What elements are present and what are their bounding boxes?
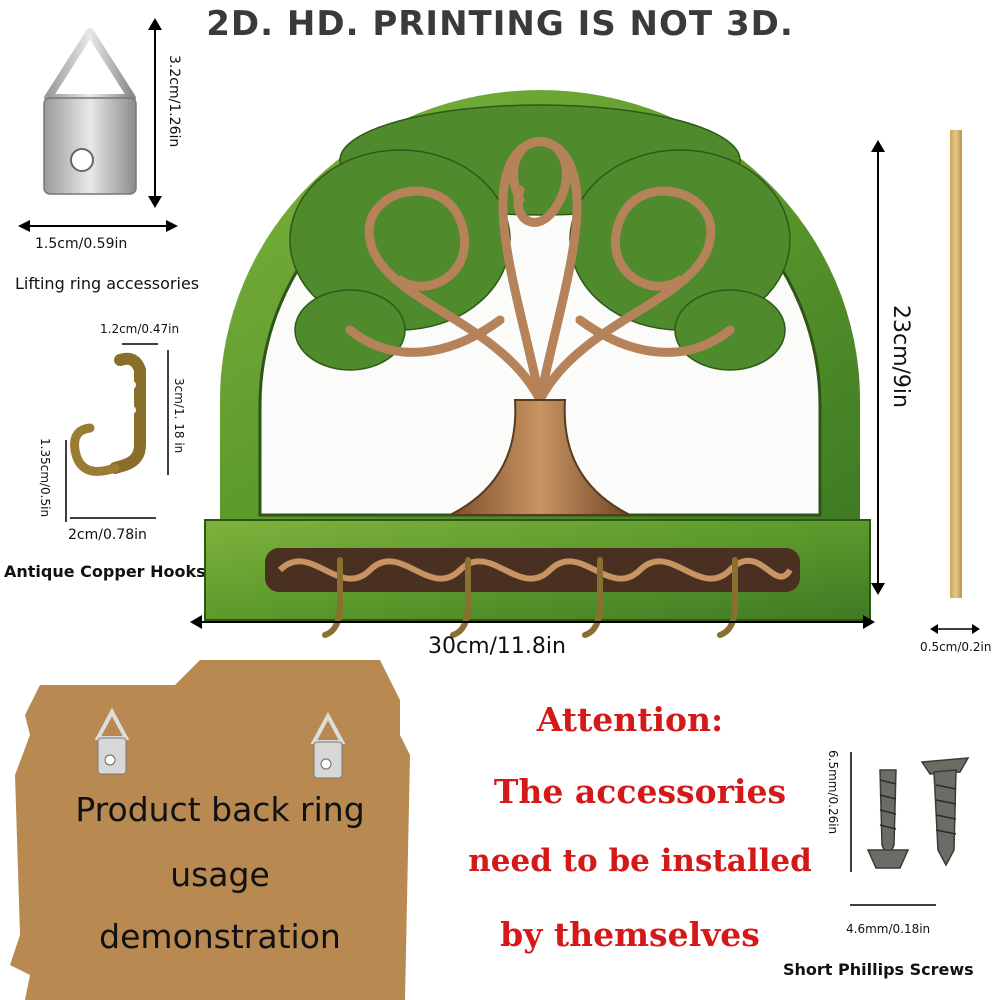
screw-height-label: 6.5mm/0.26in xyxy=(826,750,840,835)
screw-width-label: 4.6mm/0.18in xyxy=(846,922,931,936)
tree-of-life-key-holder xyxy=(204,90,871,638)
screw-height-arrow xyxy=(850,752,852,872)
back-demo-line2: usage xyxy=(170,855,270,894)
sawtooth-hanger-icon xyxy=(43,28,137,195)
hook-bottom-label: 2cm/0.78in xyxy=(68,527,147,543)
ring-caption: Lifting ring accessories xyxy=(15,274,200,293)
hook-left-label: 1.35cm/0.5in xyxy=(38,438,52,518)
hook-right-label: 3cm/1. 18 in xyxy=(172,378,186,454)
screw-caption: Short Phillips Screws xyxy=(783,960,974,979)
back-hanger-left-icon xyxy=(94,708,130,775)
attention-line2: need to be installed xyxy=(468,843,812,879)
copper-hook-icon xyxy=(70,352,146,476)
hook-top-label: 1.2cm/0.47in xyxy=(100,322,180,336)
product-height-arrow xyxy=(871,140,885,595)
hook-right-arrow xyxy=(167,350,169,475)
hook-bottom-arrow xyxy=(70,517,156,519)
product-width-arrow xyxy=(190,615,875,629)
screw-width-arrow xyxy=(850,904,936,906)
height-arrow xyxy=(148,18,162,208)
ring-width-label: 1.5cm/0.59in xyxy=(35,236,128,252)
ring-height-label: 3.2cm/1.26in xyxy=(166,55,182,148)
hook-left-arrow xyxy=(65,440,67,522)
product-width-label: 30cm/11.8in xyxy=(428,634,566,659)
back-hanger-right-icon xyxy=(310,712,346,779)
hook-top-arrow xyxy=(122,343,158,345)
thickness-label: 0.5cm/0.2in xyxy=(920,640,992,654)
thickness-arrow xyxy=(930,624,980,634)
product-height-label: 23cm/9in xyxy=(888,305,913,408)
back-demo-line3: demonstration xyxy=(99,917,341,956)
hook-caption: Antique Copper Hooks xyxy=(4,562,206,581)
page-header: 2D. HD. PRINTING IS NOT 3D. xyxy=(206,4,794,44)
width-arrow xyxy=(18,220,178,232)
thickness-strip xyxy=(950,130,962,598)
phillips-screws-icon xyxy=(866,757,970,869)
attention-line1: The accessories xyxy=(493,772,787,811)
attention-title: Attention: xyxy=(536,700,724,739)
attention-line3: by themselves xyxy=(500,915,760,954)
back-demo-line1: Product back ring xyxy=(75,790,365,829)
